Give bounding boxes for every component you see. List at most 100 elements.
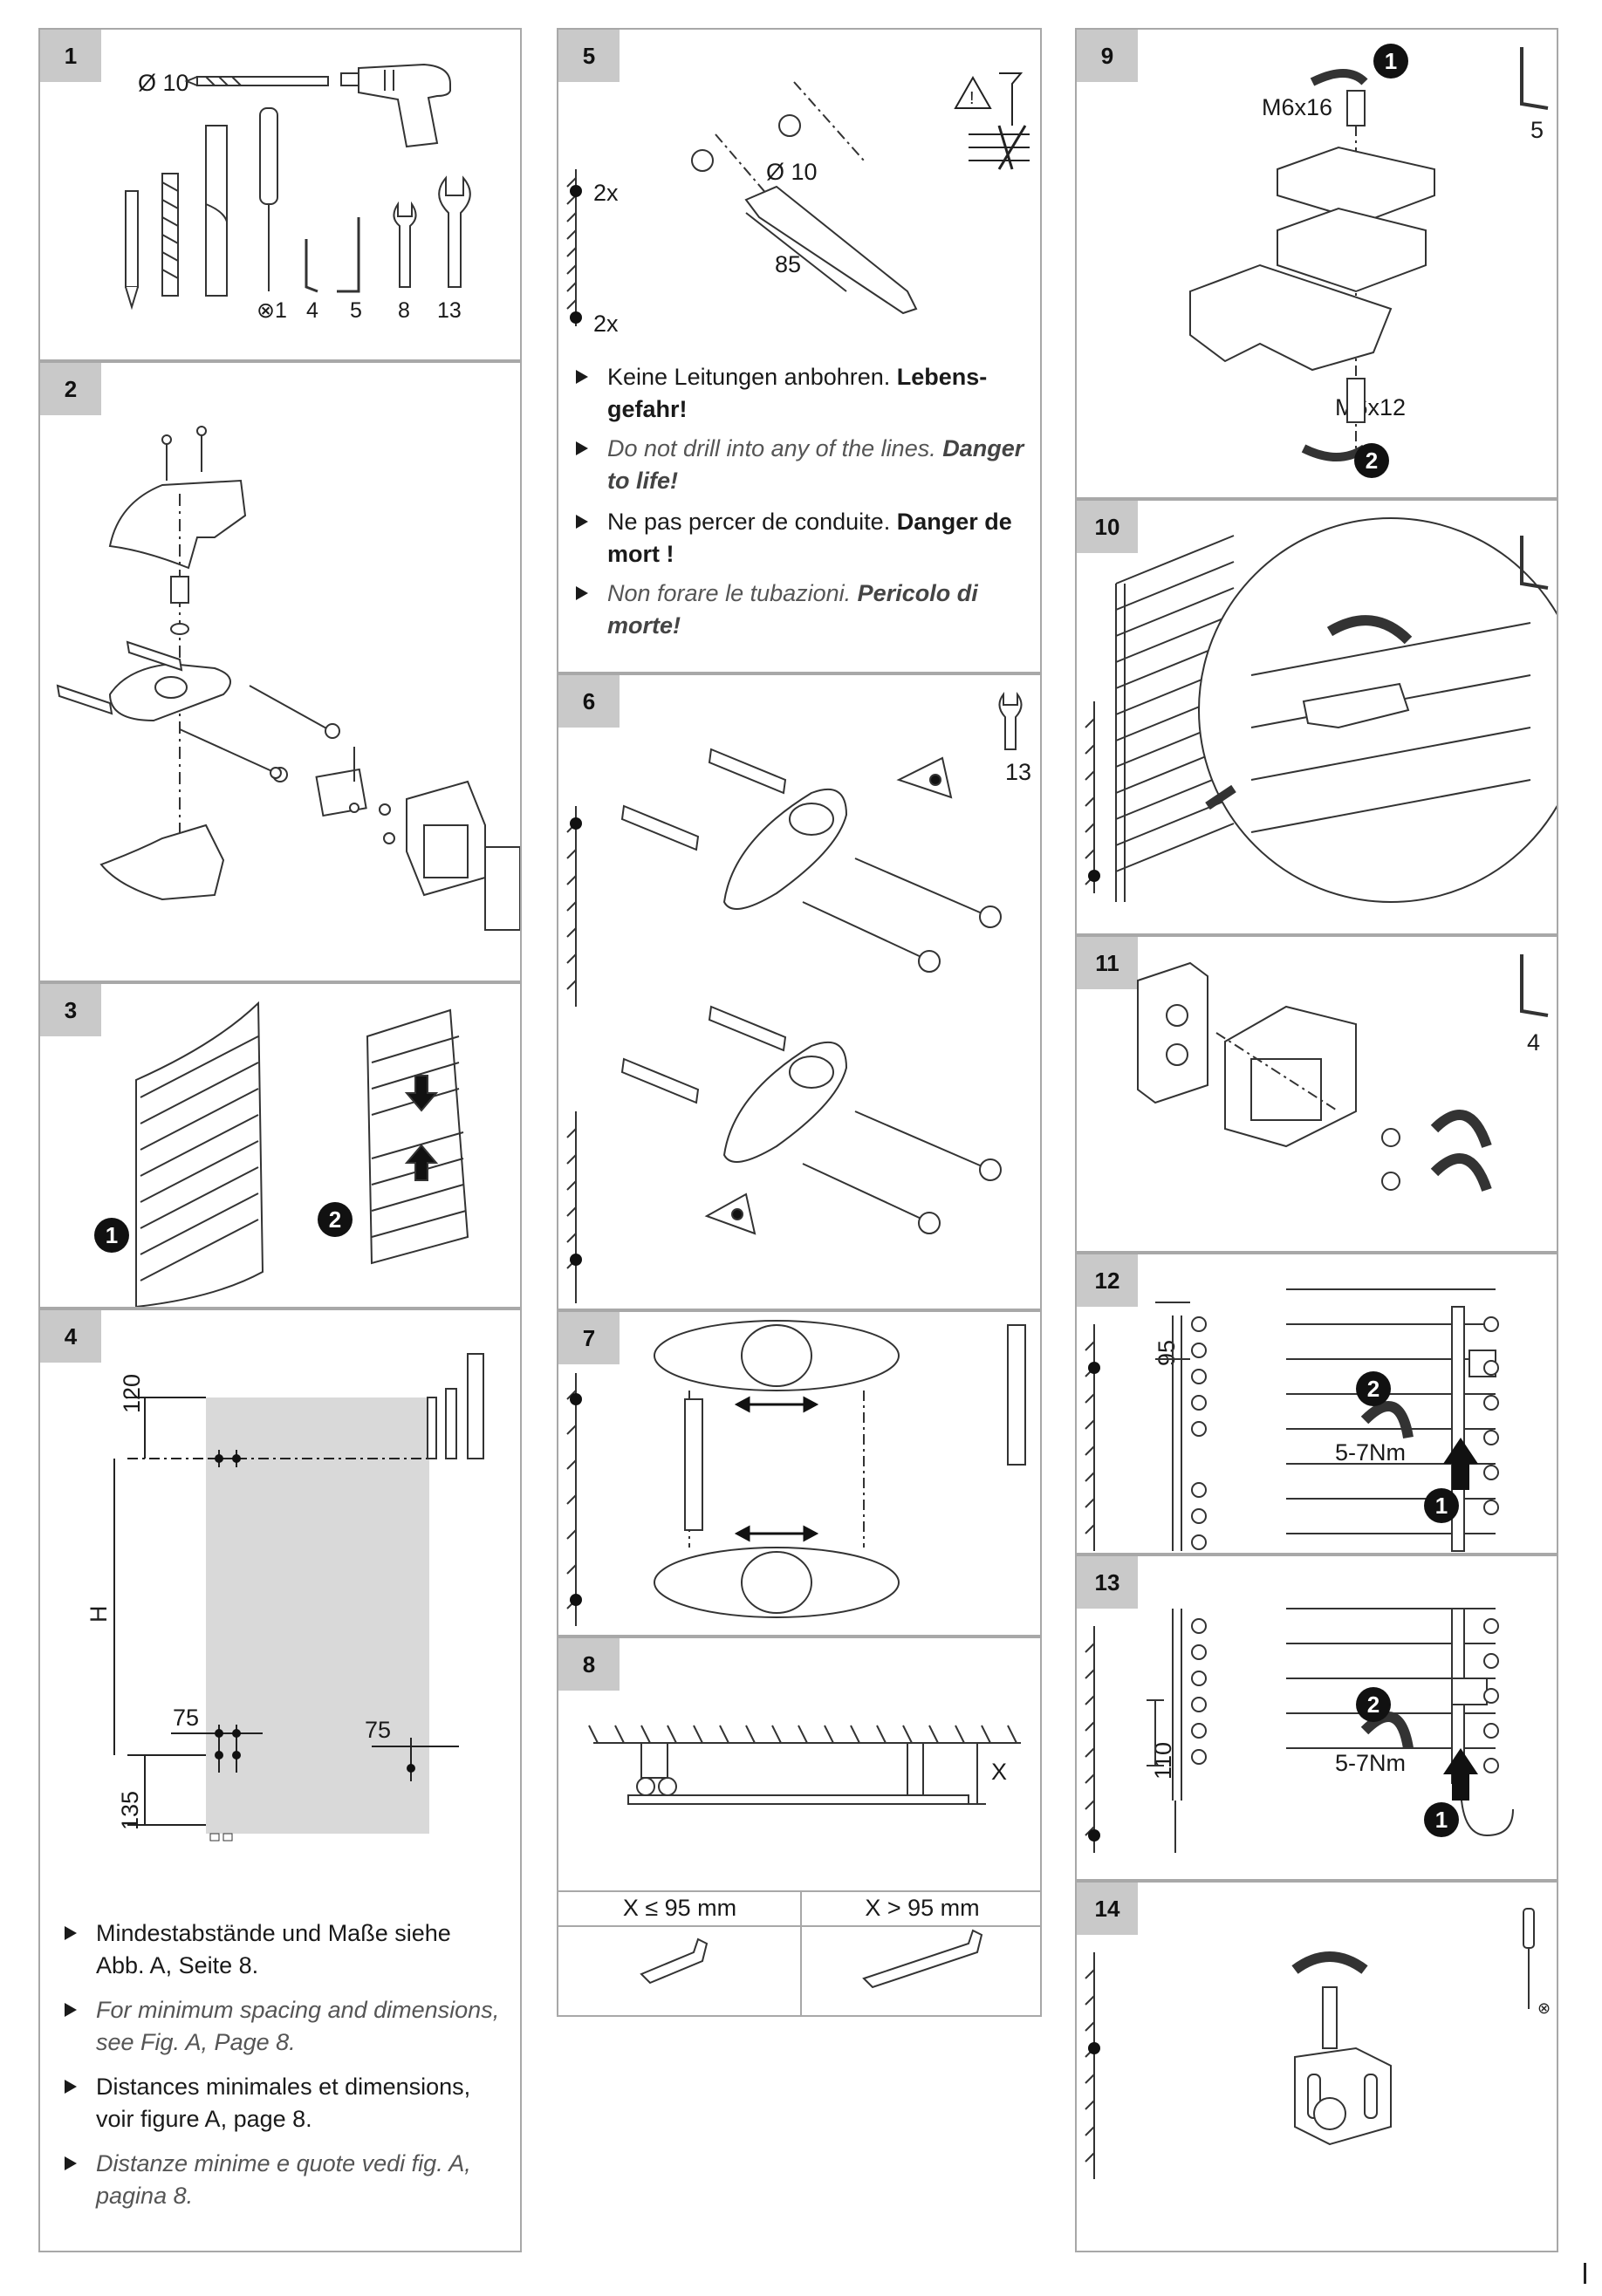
level-tool-icon xyxy=(161,173,179,297)
eye-icon xyxy=(704,1192,756,1235)
warning-fr: Ne pas percer de conduite. Danger de mor… xyxy=(576,506,1026,571)
tools-illustration: ⊗1 4 5 8 13 xyxy=(125,63,471,323)
final-screw-illustration: ⊗ xyxy=(1085,1908,1551,2179)
hex-key-size-label: 5 xyxy=(1530,117,1544,143)
spirit-level-icon xyxy=(205,125,228,297)
step-number: 8 xyxy=(558,1638,620,1691)
panel-1: 1 Ø 10 xyxy=(38,28,522,361)
bolt-top-label: M6x16 xyxy=(1262,94,1333,120)
step-number: 2 xyxy=(40,363,101,415)
step-badge: 1 xyxy=(94,1218,129,1253)
step-number: 1 xyxy=(40,30,101,82)
phillips-icon: ⊗ xyxy=(1537,1999,1551,2017)
rotate-arrow-icon xyxy=(1430,1153,1492,1192)
note-it: Distanze minime e quote vedi fig. A, pag… xyxy=(65,2148,501,2212)
eye-icon xyxy=(896,756,953,799)
pencil-icon xyxy=(125,190,139,311)
wall-mount-icon xyxy=(722,789,848,910)
step-badge: 2 xyxy=(1356,1371,1391,1406)
size-label: ⊗1 xyxy=(257,298,287,323)
drill-size-label: Ø 10 xyxy=(138,70,189,96)
connector-assembly-illustration xyxy=(1137,954,1549,1192)
step-number: 10 xyxy=(1077,501,1138,553)
bracket-screw-illustration xyxy=(1189,47,1549,461)
size-label: 8 xyxy=(398,298,410,323)
step-number: 14 xyxy=(1077,1883,1138,1935)
up-arrow-icon xyxy=(1443,1748,1478,1801)
size-label: 13 xyxy=(437,298,462,323)
warning-de: Keine Leitungen anbohren. Lebens-gefahr! xyxy=(576,361,1026,426)
rotate-arrow-icon xyxy=(1310,69,1368,86)
drill-bit-icon xyxy=(184,76,329,86)
wrench-icon xyxy=(393,175,471,288)
up-arrow-icon xyxy=(1443,1438,1478,1490)
panel-8: 8 X X ≤ 95 mm X > 95 mm xyxy=(557,1637,1042,2017)
drill-bit-icon xyxy=(744,185,918,315)
dim-height-label: H xyxy=(86,1605,112,1623)
table-header-b: X > 95 mm xyxy=(865,1895,980,1921)
mounting-bracket-icon xyxy=(1189,263,1393,372)
panel-12: 12 95 5-7Nm 1 2 xyxy=(1075,1253,1558,1555)
panel-6: 6 13 xyxy=(557,673,1042,1310)
size-label: 4 xyxy=(306,298,318,323)
bracket-assembly-illustration xyxy=(56,426,520,931)
drill-depth-label: 85 xyxy=(775,251,802,277)
screwdriver-icon xyxy=(259,107,278,291)
clamp-bracket-icon xyxy=(1302,682,1410,729)
warning-en: Do not drill into any of the lines. Dang… xyxy=(576,433,1026,497)
bracket-cover-icon xyxy=(108,479,247,570)
note-fr: Distances minimales et dimensions, voir … xyxy=(65,2071,501,2135)
radiator-hang-illustration xyxy=(1085,1288,1499,1552)
step-badge: 2 xyxy=(1354,443,1389,478)
step-number: 13 xyxy=(1077,1556,1138,1609)
radiator-secure-illustration xyxy=(1085,1608,1514,1853)
step-number: 5 xyxy=(558,30,620,82)
dim-bottom-label: 135 xyxy=(117,1790,143,1830)
wall-plate-icon xyxy=(1137,961,1208,1104)
panel-11: 11 4 xyxy=(1075,935,1558,1253)
rotate-arrow-icon xyxy=(1430,1110,1492,1148)
torque-label: 5-7Nm xyxy=(1335,1750,1407,1776)
rotate-arrow-icon xyxy=(1360,1401,1414,1439)
note-en: For minimum spacing and dimensions, see … xyxy=(65,1994,501,2059)
step-number: 4 xyxy=(40,1310,101,1363)
step-number: 6 xyxy=(558,675,620,728)
hex-key-size-label: 4 xyxy=(1527,1029,1541,1056)
step-number: 3 xyxy=(40,984,101,1036)
step-number: 11 xyxy=(1077,937,1138,989)
warning-icon: ! xyxy=(954,72,1030,170)
panel-2: 2 xyxy=(38,361,522,982)
unpacking-illustration xyxy=(135,1001,469,1307)
panel-7: 7 xyxy=(557,1310,1042,1637)
step-number: 7 xyxy=(558,1312,620,1364)
rotate-arrow-icon xyxy=(1291,1951,1368,1974)
panel-3: 3 1 2 xyxy=(38,982,522,1309)
alignment-illustration xyxy=(566,1320,1026,1626)
dim-right-gap-label: 75 xyxy=(365,1717,392,1743)
wrench-size-label: 13 xyxy=(1005,759,1032,785)
note-de: Mindestabstände und Maße siehe Abb. A, S… xyxy=(65,1917,501,1982)
panel-13: 13 110 5-7Nm 1 2 xyxy=(1075,1555,1558,1881)
qty-top-label: 2x xyxy=(593,180,619,206)
drilling-illustration: ! xyxy=(566,72,1030,326)
step-badge: 1 xyxy=(1424,1802,1459,1837)
wall-mount-illustration xyxy=(566,692,1023,1303)
dim-left-gap-label: 75 xyxy=(173,1705,200,1731)
drill-size-label: Ø 10 xyxy=(766,159,818,185)
dimension-drawing xyxy=(113,1353,484,1842)
allen-key-icon xyxy=(305,217,360,293)
power-drill-icon xyxy=(340,63,451,148)
rotate-arrow-icon xyxy=(1326,615,1413,645)
rotate-arrow-icon xyxy=(1360,1712,1414,1750)
step-badge: 1 xyxy=(1424,1488,1459,1523)
long-bracket-icon xyxy=(862,1929,983,1989)
step-badge: 1 xyxy=(1373,44,1408,79)
torque-label: 5-7Nm xyxy=(1335,1439,1407,1466)
ceiling-distance-illustration xyxy=(558,1725,1040,2015)
warning-it: Non forare le tubazioni. Pericolo di mor… xyxy=(576,577,1026,642)
panel-10: 10 5 xyxy=(1075,499,1558,935)
short-bracket-icon xyxy=(640,1937,709,1985)
panel-9: 9 M6x16 M6x12 5 1 2 xyxy=(1075,28,1558,499)
step-badge: 2 xyxy=(318,1202,353,1237)
svg-text:!: ! xyxy=(969,89,975,108)
